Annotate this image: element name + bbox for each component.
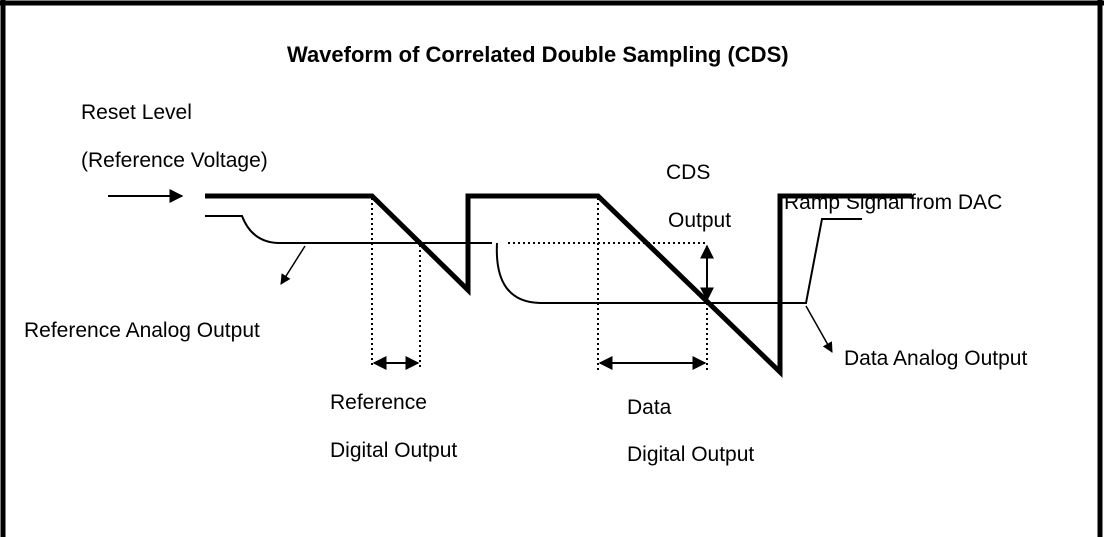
data-digital-output-label: Digital Output (627, 443, 755, 466)
reference-digital-output-label: Digital Output (330, 439, 458, 462)
reset-level-label: Reset Level (81, 101, 192, 124)
cds-output-label: Output (668, 209, 732, 232)
data-analog-output-waveform (495, 218, 862, 304)
diagram-title: Waveform of Correlated Double Sampling (… (287, 42, 789, 67)
reference-analog-output-label: Reference Analog Output (24, 319, 260, 342)
data-analog-pointer-arrow (805, 305, 833, 353)
data-analog-output-label: Data Analog Output (844, 347, 1028, 370)
data-label: Data (627, 396, 672, 419)
cds-label: CDS (666, 161, 711, 184)
reference-label: Reference (330, 391, 427, 414)
dotted-guides (371, 198, 708, 370)
analog-output-waveform (205, 215, 492, 244)
reference-analog-pointer-arrow (280, 245, 306, 285)
ramp-signal-label: Ramp Signal from DAC (784, 191, 1003, 214)
reference-voltage-label: (Reference Voltage) (81, 149, 268, 172)
ramp-signal-waveform (205, 193, 912, 378)
